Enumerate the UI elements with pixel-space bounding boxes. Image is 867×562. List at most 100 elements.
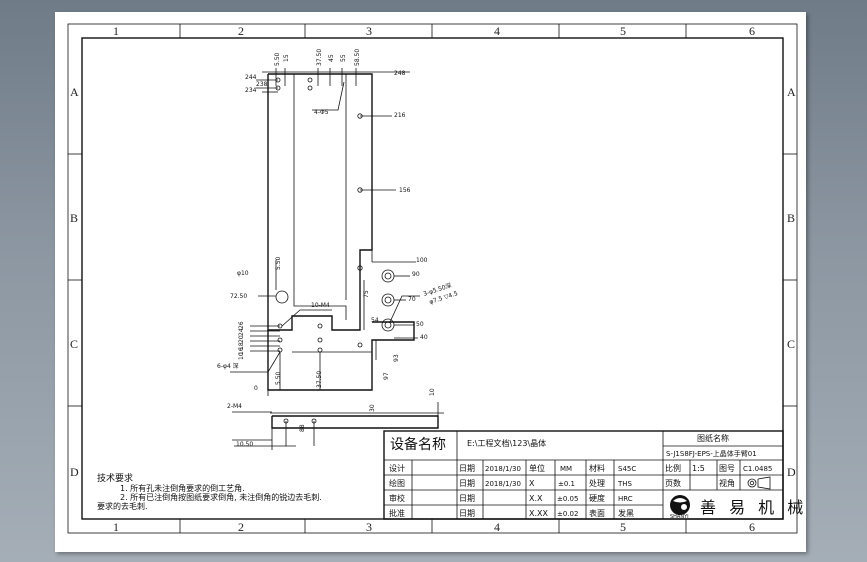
- row-date: 2018/1/30: [485, 480, 521, 488]
- zone-col-6-bottom: 6: [749, 520, 755, 534]
- dim-37-50-bottom: 37.50: [316, 371, 323, 388]
- dim-88: 88: [299, 424, 306, 432]
- zone-col-6-top: 6: [749, 24, 755, 38]
- dim-54: 54: [371, 317, 379, 324]
- dim-stack-26: 26: [238, 321, 245, 329]
- zone-col-5-top: 5: [620, 24, 626, 38]
- dim-left-244: 244: [245, 74, 257, 81]
- dim-right-50: 50: [416, 321, 424, 328]
- dim-97: 97: [383, 372, 390, 380]
- dim-stack-24: 24: [238, 328, 245, 336]
- view-label: 视角: [719, 478, 735, 488]
- notes-line-2: 2. 所有已注倒角按图纸要求倒角, 未注倒角的锐边去毛刺.: [120, 492, 322, 502]
- dim-5-50-bottom: 5.50: [275, 371, 282, 385]
- dim-5-50-upper: 5.50: [275, 256, 282, 270]
- dim-stack-18: 18: [238, 342, 245, 350]
- dim-72-50: 72.50: [230, 293, 247, 300]
- notes-line-1: 1. 所有孔未注倒角要求的倒工艺角.: [120, 483, 245, 493]
- dim-10-m4: 10-M4: [311, 302, 330, 309]
- dim-right-70: 70: [408, 296, 416, 303]
- zone-row-d-left: D: [70, 465, 79, 479]
- zone-row-b-right: B: [787, 211, 795, 225]
- dim-stack-20: 20: [238, 335, 245, 343]
- row-unit: MM: [560, 465, 572, 473]
- row-mat-label: 材料: [589, 463, 605, 473]
- projection-symbol-icon: [747, 476, 771, 490]
- row-mat-label: 处理: [589, 478, 605, 488]
- row-date-label: 日期: [459, 479, 475, 488]
- outer-frame: [67, 23, 798, 534]
- dim-phi10: φ10: [237, 270, 249, 277]
- row-label: 设计: [389, 463, 405, 473]
- dim-stack-16: 16: [238, 347, 245, 355]
- dim-right-216: 216: [394, 112, 406, 119]
- zone-row-a-right: A: [787, 85, 796, 99]
- zone-col-4-top: 4: [494, 24, 500, 38]
- drawing-number: C1.0485: [743, 465, 772, 473]
- title-block-row-3: 审校 日期 X.X ±0.05 硬度 HRC: [389, 493, 633, 503]
- row-date: 2018/1/30: [485, 465, 521, 473]
- row-mat-label: 表面: [589, 508, 605, 518]
- page-label: 页数: [665, 478, 681, 488]
- row-mat: THS: [617, 480, 633, 488]
- dim-right-40: 40: [420, 334, 428, 341]
- row-label: 绘图: [389, 478, 405, 488]
- row-label: 审校: [389, 493, 405, 503]
- zone-col-2-bottom: 2: [238, 520, 244, 534]
- dim-2-m4: 2-M4: [227, 403, 242, 410]
- dim-top-3: 45: [328, 54, 335, 62]
- svg-text:SHANYI: SHANYI: [670, 514, 689, 520]
- file-path: E:\工程文档\123\晶体: [467, 438, 546, 448]
- dim-stack-10: 10: [238, 352, 245, 360]
- dim-right-156: 156: [399, 187, 411, 194]
- zone-row-d-right: D: [787, 465, 796, 479]
- device-name-label: 设备名称: [390, 436, 446, 453]
- company-name: 善 易 机 械: [700, 498, 807, 517]
- zone-col-3-bottom: 3: [366, 520, 372, 534]
- row-date-label: 日期: [459, 494, 475, 503]
- row-date-label: 日期: [459, 509, 475, 518]
- zone-col-4-bottom: 4: [494, 520, 500, 534]
- title-block: [383, 430, 784, 520]
- zone-row-c-left: C: [70, 337, 78, 351]
- zone-row-b-left: B: [70, 211, 78, 225]
- row-mat: 发黑: [618, 508, 634, 518]
- dim-30: 30: [369, 404, 376, 412]
- title-block-row-1: 设计 日期 2018/1/30 单位 MM 材料 S45C: [389, 463, 636, 473]
- dim-top-4: 55: [340, 54, 347, 62]
- qty-label: 图号: [719, 464, 735, 473]
- dim-75: 75: [363, 290, 370, 298]
- zone-col-5-bottom: 5: [620, 520, 626, 534]
- notes-heading: 技术要求: [97, 472, 133, 484]
- row-unit-label: X.X: [529, 494, 543, 503]
- dim-0: 0: [254, 385, 258, 392]
- drawing-name: S-J1S8FJ-EPS-上晶体手臂01: [666, 449, 757, 458]
- zone-col-3-top: 3: [366, 24, 372, 38]
- dim-hole-label: 4-Φ5: [314, 109, 329, 116]
- dim-93: 93: [393, 354, 400, 362]
- zone-col-2-top: 2: [238, 24, 244, 38]
- company-logo-icon: SHANYI: [670, 495, 690, 520]
- dim-10: 10: [429, 388, 436, 396]
- zone-col-1-bottom: 1: [113, 520, 119, 534]
- zone-ticks: [68, 24, 797, 533]
- scale-label: 比例: [665, 463, 681, 473]
- drawing-name-label: 图纸名称: [697, 433, 729, 443]
- dim-10-50: 10.50: [236, 441, 253, 448]
- row-label: 批准: [389, 508, 405, 518]
- part-main-view: [230, 68, 420, 396]
- row-unit-label: X.XX: [529, 509, 549, 518]
- row-unit: ±0.05: [557, 495, 578, 503]
- row-unit-label: X: [529, 479, 535, 488]
- dim-top-5: 58.50: [354, 49, 361, 66]
- dim-top-1: 15: [283, 54, 290, 62]
- title-block-row-2: 绘图 日期 2018/1/30 X ±0.1 处理 THS: [389, 478, 633, 488]
- row-unit: ±0.1: [558, 480, 575, 488]
- dim-6-phi4: 6-φ4 深: [217, 362, 239, 370]
- row-unit-label: 单位: [529, 463, 545, 473]
- part-bottom-view: [232, 402, 444, 450]
- drawing-sheet: [55, 12, 806, 552]
- zone-col-1-top: 1: [113, 24, 119, 38]
- zone-row-a-left: A: [70, 85, 79, 99]
